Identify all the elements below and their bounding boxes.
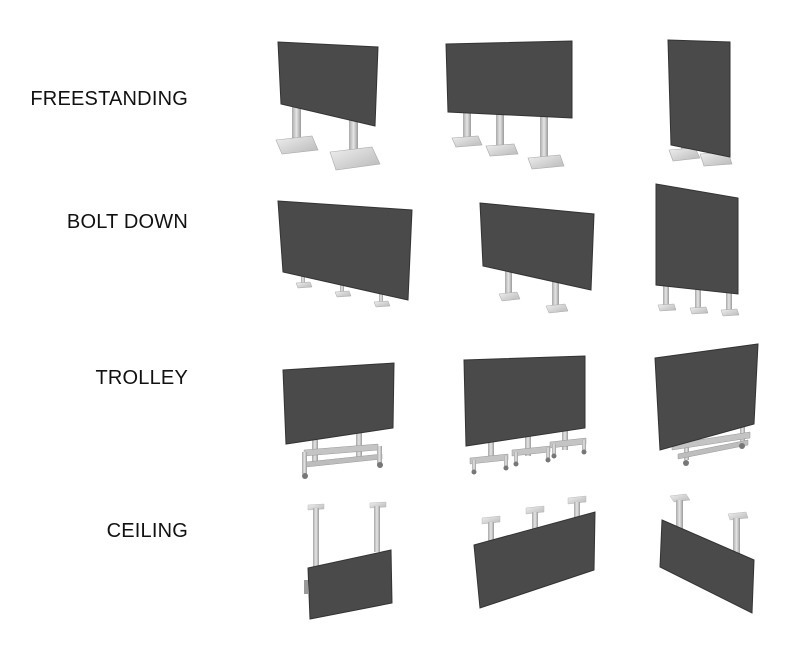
freestanding-display-1 (275, 41, 381, 171)
row-label-ceiling: CEILING (106, 520, 188, 542)
trolley-display-1 (282, 362, 395, 479)
bolt-down-display-1 (277, 200, 413, 308)
ceiling-display-1 (304, 501, 393, 620)
ceiling-display-3 (659, 493, 755, 614)
trolley-display-2 (463, 355, 587, 475)
freestanding-display-3 (667, 39, 733, 167)
freestanding-display-2 (445, 40, 573, 170)
row-label-freestanding: FREESTANDING (30, 88, 188, 110)
bolt-down-display-3 (655, 183, 740, 317)
trolley-display-3 (654, 343, 759, 466)
ceiling-display-2 (473, 495, 596, 609)
row-label-trolley: TROLLEY (95, 367, 188, 389)
row-label-bolt-down: BOLT DOWN (66, 211, 188, 233)
bolt-down-display-2 (479, 202, 595, 314)
